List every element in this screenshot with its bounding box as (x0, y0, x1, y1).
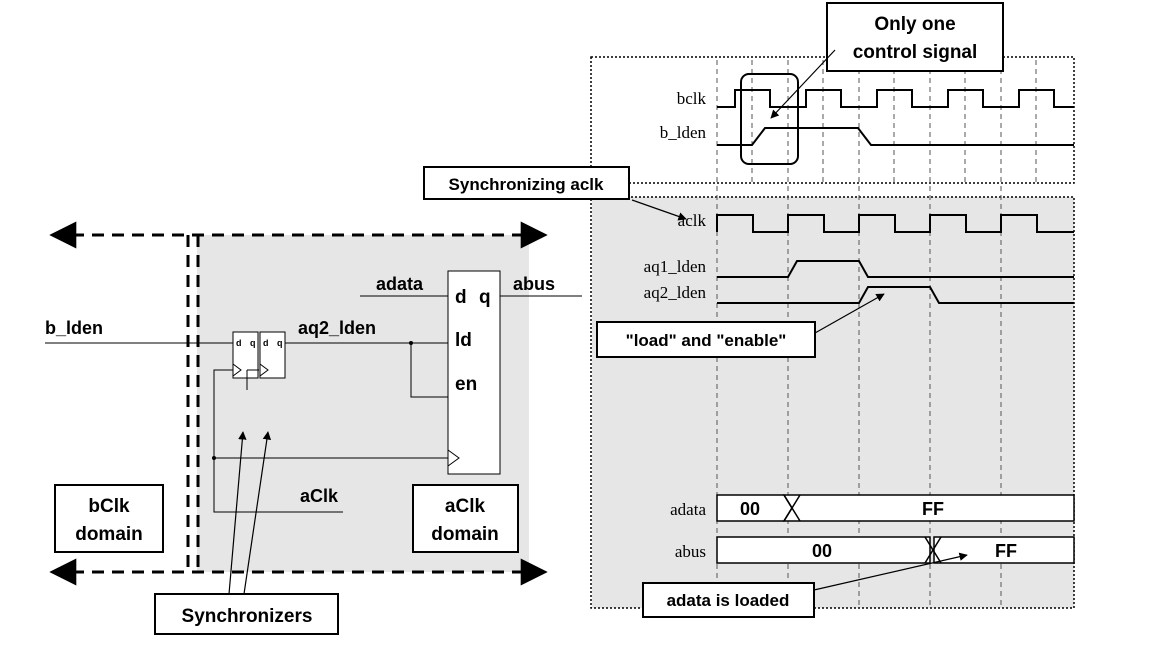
load-enable-callout (596, 321, 816, 358)
load-enable-arrow (814, 293, 885, 334)
aclk-domain-box (412, 484, 519, 553)
adata-loaded-callout (642, 582, 815, 618)
aclk-branch (213, 369, 343, 513)
aclk-waveform (716, 214, 1074, 233)
b-lden-signal-label: b_lden (660, 123, 707, 142)
aq1-lden-waveform (717, 260, 1074, 278)
adata-signal-label: adata (670, 500, 706, 519)
abus-signal-label: abus (675, 542, 706, 561)
control-signal-highlight (740, 73, 799, 165)
synchronizers-box (154, 593, 339, 635)
only-one-callout (826, 2, 1004, 72)
en-wire (410, 343, 448, 398)
sync-flop-2-d: d (263, 338, 269, 348)
schematic: b_lden d q d q aq2_lden adata abus d q l… (45, 221, 582, 635)
only-one-line2: control signal (853, 42, 978, 63)
load-flop-q-port: q (479, 287, 491, 308)
abus-label: abus (513, 274, 555, 294)
synchronizers-arrow-2 (243, 431, 272, 595)
bclk-domain-line1: bClk (88, 496, 130, 517)
abus-bus: 00 FF (716, 536, 1075, 564)
aq1-lden-signal-label: aq1_lden (644, 257, 707, 276)
synchronizers-label: Synchronizers (182, 606, 313, 627)
aq2-lden-waveform (717, 286, 1074, 304)
sync-aclk-label: Synchronizing aclk (449, 175, 604, 194)
sync-aclk-arrow (631, 199, 687, 221)
only-one-line1: Only one (874, 14, 955, 35)
adata-loaded-label: adata is loaded (667, 591, 790, 610)
load-flop-d-port: d (455, 287, 467, 308)
load-flop-clock-triangle (447, 449, 460, 467)
only-one-arrow (770, 49, 836, 119)
synchronizers-arrow-1 (228, 431, 247, 595)
adata-after-value: FF (922, 499, 944, 519)
bclk-timing-frame (590, 56, 1075, 184)
sync-flop-2-q: q (277, 338, 283, 348)
b-lden-label: b_lden (45, 318, 103, 338)
aclk-domain-line2: domain (431, 524, 499, 545)
adata-before-value: 00 (740, 499, 760, 519)
adata-label: adata (376, 274, 424, 294)
sync-aclk-callout (423, 166, 630, 200)
load-flop-en-port: en (455, 374, 477, 395)
abus-bus-after (933, 536, 1075, 564)
aclk-label: aClk (300, 486, 339, 506)
bclk-signal-label: bclk (677, 89, 707, 108)
abus-bus-before (716, 536, 931, 564)
sync-flop-2-clock-triangle (259, 363, 269, 377)
bclk-domain-line2: domain (75, 524, 143, 545)
sync-flop-2 (259, 331, 286, 379)
abus-after-value: FF (995, 541, 1017, 561)
load-enable-label: "load" and "enable" (626, 331, 787, 350)
aclk-junction (212, 456, 216, 460)
sync-flop-1-q: q (250, 338, 256, 348)
aclk-signal-label: aclk (678, 211, 707, 230)
load-flop (447, 270, 501, 475)
sync-flop-1-d: d (236, 338, 242, 348)
aclk-timing-frame (590, 196, 1075, 609)
bclk-waveform (717, 89, 1074, 108)
bclk-domain-box (54, 484, 164, 553)
adata-loaded-arrow (813, 552, 968, 591)
aclk-domain-line1: aClk (445, 496, 486, 517)
load-flop-ld-port: ld (455, 330, 472, 351)
b-lden-waveform (717, 127, 1074, 146)
aq2-lden-label: aq2_lden (298, 318, 376, 338)
sync-flop-1-clock-triangle (232, 363, 242, 377)
timing-diagram: bclk b_lden aclk aq1_lden aq2_lden adata… (423, 2, 1075, 618)
abus-before-value: 00 (812, 541, 832, 561)
adata-bus: 00 FF (716, 494, 1075, 522)
aq2-lden-signal-label: aq2_lden (644, 283, 707, 302)
